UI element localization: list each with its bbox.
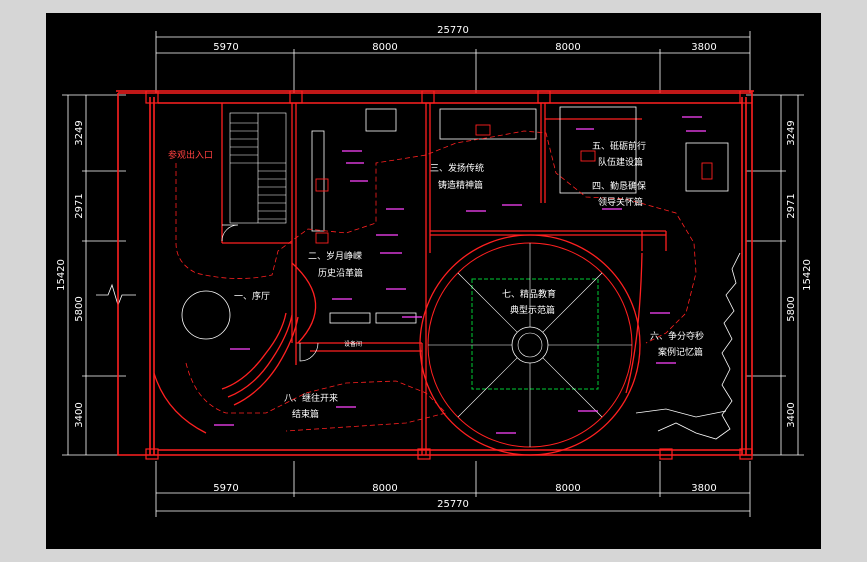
room-7-subtitle: 典型示范篇: [510, 304, 555, 316]
bottom-dimension-lines: [155, 461, 751, 517]
dim-bottom-2: 8000: [372, 483, 397, 494]
room-2-title: 二、岁月峥嵘: [308, 250, 362, 262]
dim-bottom-1: 5970: [213, 483, 238, 494]
doors: [221, 224, 319, 362]
room-8-title: 八、继往开来: [284, 392, 338, 404]
top-dimension-lines: [155, 31, 751, 93]
visitor-route-lower: [185, 362, 447, 432]
room-7-title: 七、精品教育: [502, 288, 556, 300]
room-6-title: 六、争分夺秒: [650, 330, 704, 342]
columns: [145, 90, 753, 460]
left-dimension-lines: [62, 94, 126, 456]
dim-left-2: 2971: [74, 193, 85, 218]
cad-drawing-canvas: 25770 5970 8000 8000 3800 5970 8000 8000…: [46, 13, 821, 549]
annotation-marks: [214, 116, 706, 434]
dim-left-total: 15420: [56, 259, 67, 291]
room-8-subtitle: 结束篇: [292, 408, 319, 420]
dim-right-total: 15420: [802, 259, 813, 291]
dim-left-3: 5800: [74, 296, 85, 321]
room-4-title: 四、勤恳确保: [592, 180, 646, 192]
dim-top-1: 5970: [213, 42, 238, 53]
circular-hall: [419, 234, 643, 456]
dim-top-4: 3800: [691, 42, 716, 53]
dim-right-3: 5800: [786, 296, 797, 321]
dim-right-2: 2971: [786, 193, 797, 218]
dim-right-4: 3400: [786, 402, 797, 427]
rock-wall: [657, 252, 741, 440]
dim-top-total: 25770: [437, 25, 469, 36]
dim-left-1: 3249: [74, 120, 85, 145]
room-3-title: 三、发扬传统: [430, 162, 484, 174]
internal-walls: [221, 103, 667, 455]
lobby-round-feature: [181, 290, 231, 340]
room-5-title: 五、砥砺前行: [592, 140, 646, 152]
rock-feature: [635, 408, 727, 418]
storage-label: 设备间: [344, 340, 362, 348]
small-exhibits: [315, 124, 713, 244]
room-1-label: 一、序厅: [234, 290, 270, 302]
dim-top-3: 8000: [555, 42, 580, 53]
staircase: [229, 112, 287, 224]
room-6-subtitle: 案例记忆篇: [658, 346, 703, 358]
room-4-subtitle: 领导关怀篇: [598, 196, 643, 208]
break-symbol: [96, 283, 136, 307]
floor-plan: 25770 5970 8000 8000 3800 5970 8000 8000…: [56, 25, 813, 517]
right-dimension-lines: [746, 94, 804, 456]
entrance-label: 参观出入口: [168, 149, 213, 161]
curved-walls: [153, 262, 317, 434]
display-cases: [311, 106, 729, 324]
room-2-subtitle: 历史沿革篇: [318, 267, 363, 279]
dim-right-1: 3249: [786, 120, 797, 145]
room-3-subtitle: 铸造精神篇: [438, 179, 483, 191]
dim-bottom-3: 8000: [555, 483, 580, 494]
dim-left-4: 3400: [74, 402, 85, 427]
dim-bottom-4: 3800: [691, 483, 716, 494]
dim-top-2: 8000: [372, 42, 397, 53]
dim-bottom-total: 25770: [437, 499, 469, 510]
room-5-subtitle: 队伍建设篇: [598, 156, 643, 168]
